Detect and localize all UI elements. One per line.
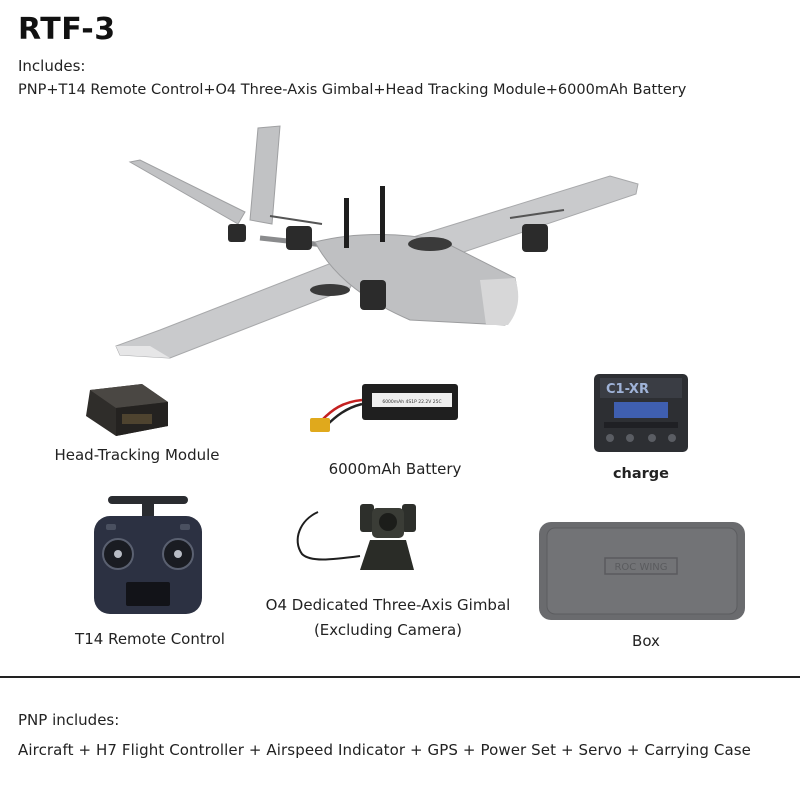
battery-caption: 6000mAh Battery	[328, 460, 462, 478]
charger-image: C1-XR	[590, 372, 692, 454]
charger-caption: charge	[612, 466, 670, 482]
remote-control-caption: T14 Remote Control	[75, 630, 225, 648]
gimbal-caption-line2: (Excluding Camera)	[313, 621, 463, 639]
aircraft-image	[110, 120, 650, 370]
page-title: RTF-3	[18, 12, 116, 47]
svg-text:C1-XR: C1-XR	[606, 382, 649, 397]
includes-list: PNP+T14 Remote Control+O4 Three-Axis Gim…	[18, 82, 687, 98]
head-tracking-caption: Head-Tracking Module	[54, 446, 220, 464]
carrying-box-image: ROC WING	[537, 520, 747, 622]
remote-control-image	[92, 494, 204, 616]
gimbal-image	[290, 500, 420, 576]
head-tracking-module-image	[82, 380, 172, 440]
pnp-list: Aircraft + H7 Flight Controller + Airspe…	[18, 741, 751, 759]
pnp-label: PNP includes:	[18, 711, 120, 729]
box-caption: Box	[632, 632, 660, 650]
gimbal-caption-line1: O4 Dedicated Three-Axis Gimbal	[265, 596, 511, 614]
battery-label: 6000mAh 4S1P 22.2V 25C	[382, 399, 441, 405]
box-logo: ROC WING	[614, 562, 667, 573]
includes-label: Includes:	[18, 57, 86, 75]
battery-image: 6000mAh 4S1P 22.2V 25C	[302, 380, 462, 440]
section-divider	[0, 676, 800, 678]
